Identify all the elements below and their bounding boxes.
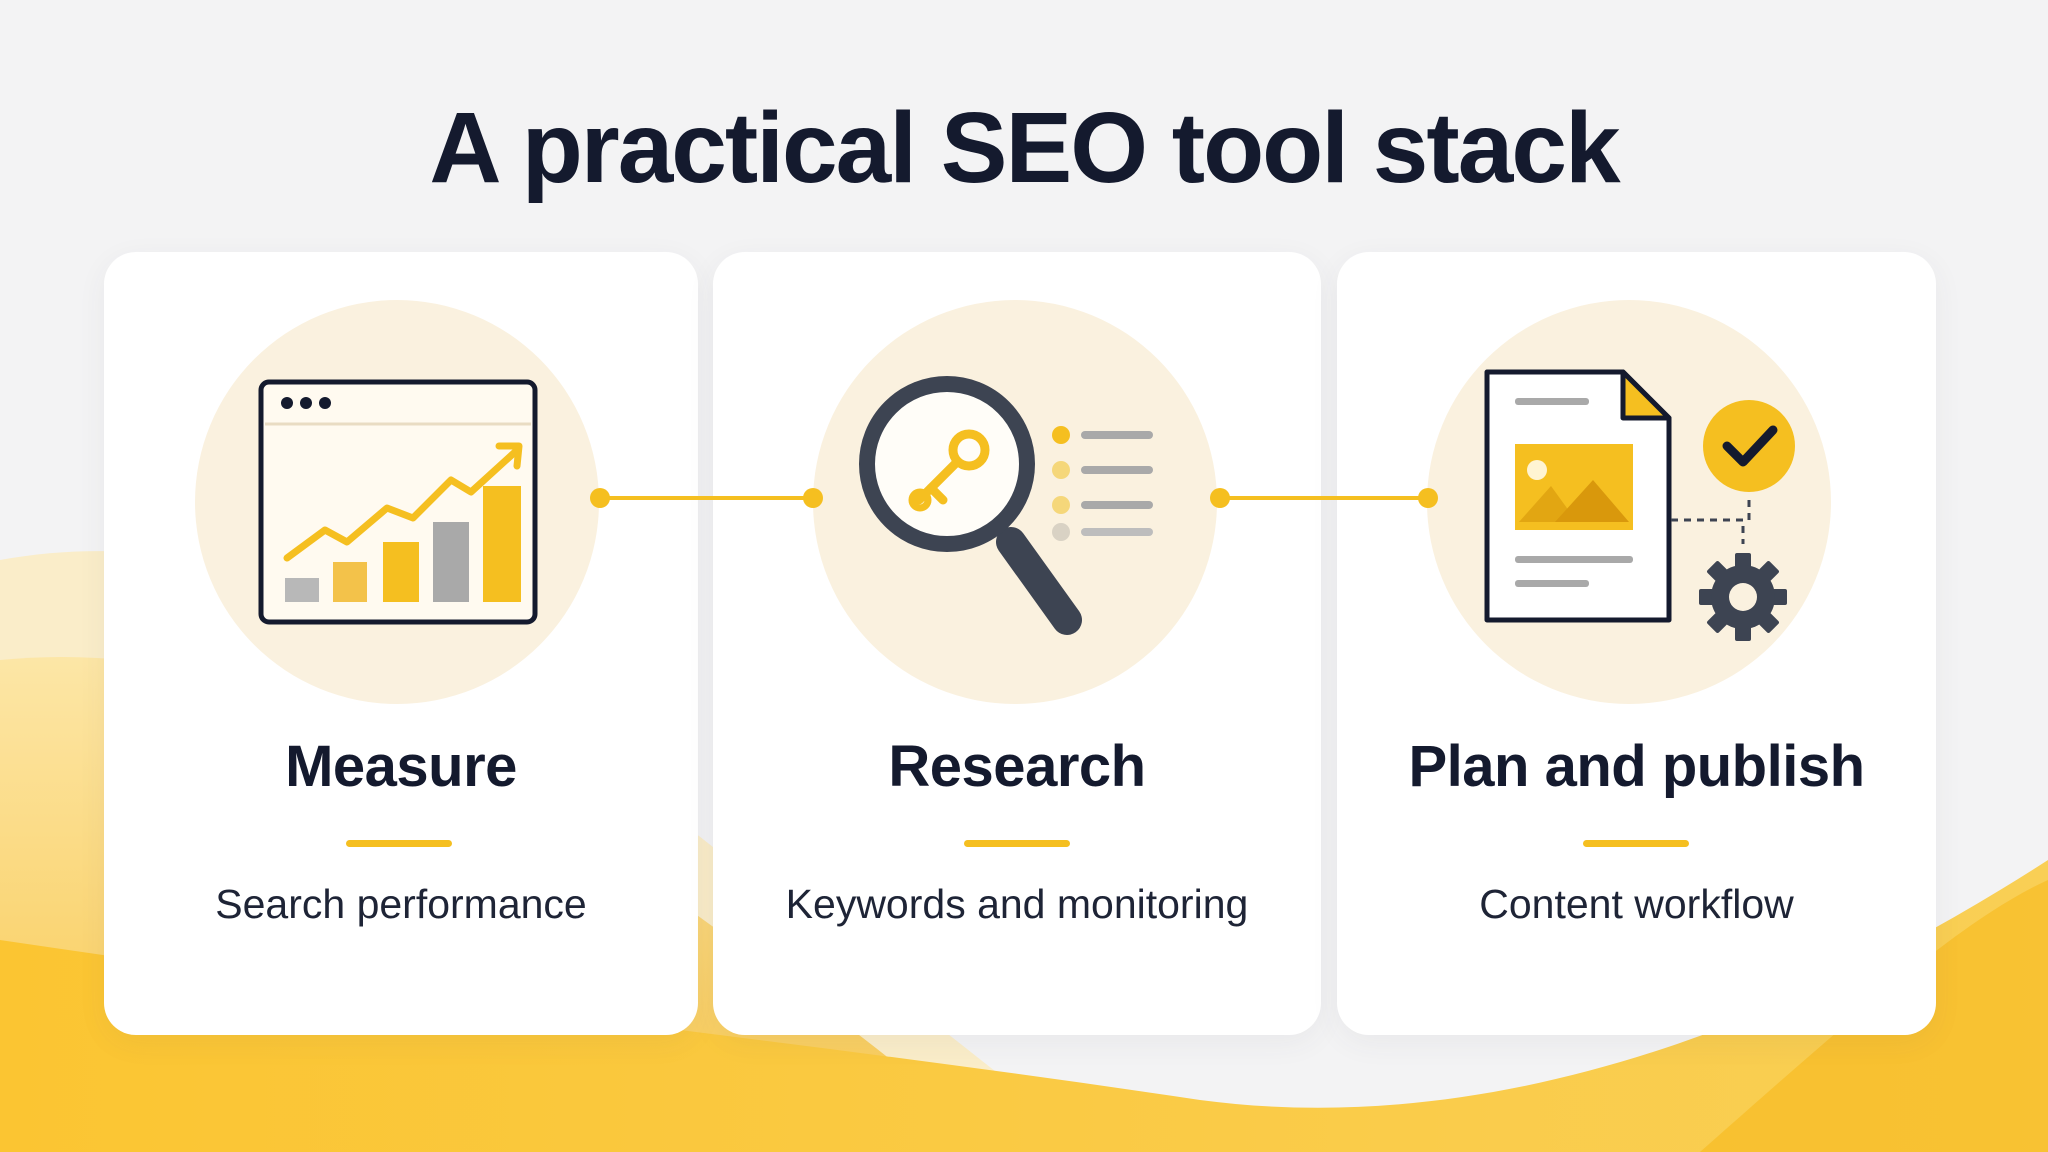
step-card-plan-and-publish: Plan and publish Content workflow [1337,252,1936,1035]
step-subtitle: Search performance [215,881,587,927]
step-title: Measure [285,734,517,799]
title-underline [346,840,452,847]
step-title: Plan and publish [1408,734,1865,799]
analytics-chart-icon [258,379,538,625]
step-title: Research [888,734,1146,799]
title-underline [964,840,1070,847]
step-card-research: Research Keywords and monitoring [713,252,1321,1035]
step-subtitle: Keywords and monitoring [785,881,1249,927]
title-underline [1583,840,1689,847]
step-card-measure: Measure Search performance [104,252,698,1035]
icon-halo [195,300,599,704]
document-check-gear-icon [1484,369,1795,641]
step-subtitle: Content workflow [1479,881,1794,927]
icon-halo [813,300,1217,704]
page-title: A practical SEO tool stack [429,92,1620,204]
magnifier-key-icon [859,376,1153,635]
icon-halo [1427,300,1831,704]
